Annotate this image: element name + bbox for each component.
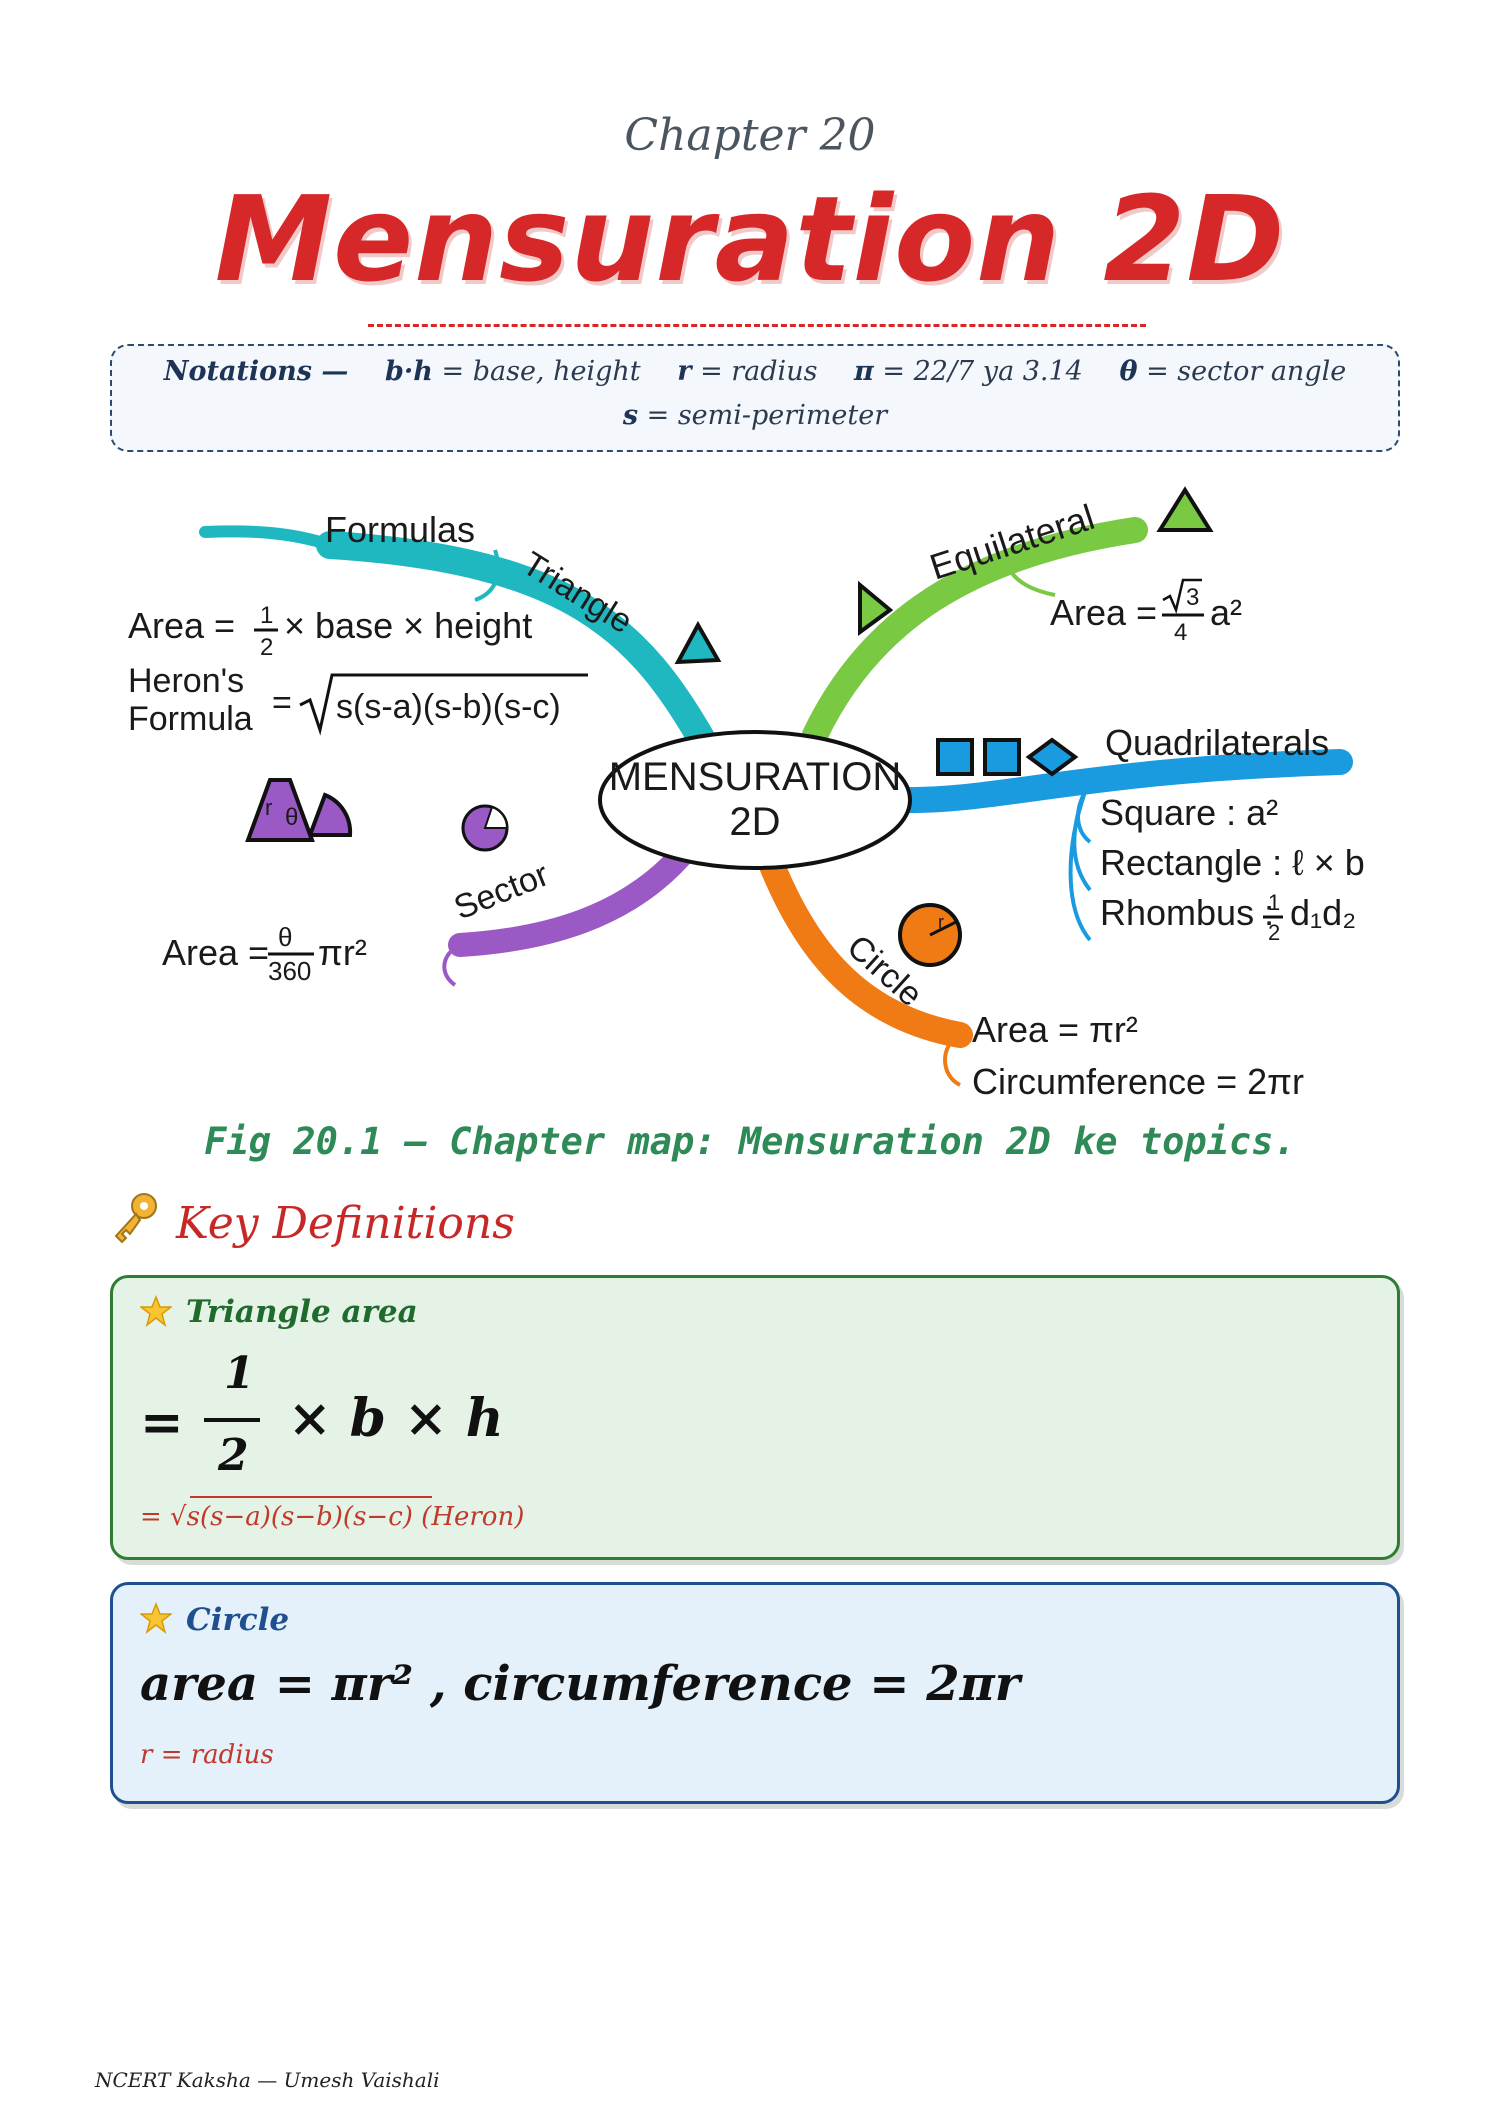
quadrilaterals-connectors <box>1068 791 1092 942</box>
notation-symbol: θ <box>1119 356 1138 387</box>
equilateral-triangle-icon <box>1156 486 1214 532</box>
circle-formula: area = πr² , circumference = 2πr <box>140 1656 1021 1712</box>
triangle-formula-numerator: 1 <box>224 1348 255 1399</box>
definition-card-triangle <box>110 1275 1400 1560</box>
triangle-formula-suffix: × b × h <box>288 1388 504 1449</box>
heron-note: = √s(s−a)(s−b)(s−c) (Heron) <box>140 1502 525 1532</box>
card-title: Triangle area <box>186 1294 418 1330</box>
formulas-branch <box>199 525 336 551</box>
notation-meaning: = 22/7 ya 3.14 <box>882 356 1083 387</box>
quadrilaterals-branch <box>887 749 1353 814</box>
sector-theta-label: θ <box>285 804 298 831</box>
triangle-connector <box>474 549 501 602</box>
key-icon <box>114 1193 157 1244</box>
notations-box <box>110 344 1400 452</box>
triangle-area-rest: × base × height <box>284 605 532 646</box>
square-formula: Square : a² <box>1100 792 1278 833</box>
notations-line-1: Notations — b·h = base, height r = radiu… <box>110 356 1400 387</box>
circle-note: r = radius <box>140 1740 274 1770</box>
sector-area-rest: πr² <box>318 932 367 973</box>
triangle-area-label: Area = <box>128 605 235 646</box>
sector-r-label: r <box>265 795 272 820</box>
triangle-formula-denominator: 2 <box>218 1430 249 1481</box>
sector-label: Sector <box>449 855 554 927</box>
rhombus-label: Rhombus : <box>1100 892 1274 933</box>
circle-radius-r: r <box>938 912 944 932</box>
circle-radius-line <box>929 920 957 937</box>
notations-line-2: s = semi-perimeter <box>110 400 1400 431</box>
triangle-shape-icon <box>674 620 722 665</box>
notation-symbol: r <box>677 356 692 387</box>
equilateral-connector <box>1003 557 1056 597</box>
sector-wedge-icon <box>245 778 315 842</box>
sector-360-den: 360 <box>268 956 311 986</box>
chapter-label: Chapter 20 <box>624 110 876 161</box>
figure-caption: Fig 20.1 — Chapter map: Mensuration 2D k… <box>204 1120 1296 1163</box>
heron-expression: s(s-a)(s-b)(s-c) <box>336 688 561 726</box>
sector-branch <box>448 833 702 957</box>
equilateral-sqrt-sign <box>1162 578 1202 614</box>
sector-theta-num: θ <box>278 922 292 952</box>
rectangle-formula: Rectangle : ℓ × b <box>1100 842 1365 883</box>
sector-area-label: Area = <box>162 932 269 973</box>
formulas-label: Formulas <box>325 509 475 550</box>
equilateral-sqrt3: 3 <box>1186 584 1199 611</box>
title-divider <box>368 324 1146 327</box>
notations-label: Notations — <box>163 356 349 387</box>
notation-meaning: = base, height <box>441 356 641 387</box>
center-label-line2: 2D <box>729 800 780 844</box>
heron-overline <box>190 1496 432 1498</box>
mind-map: MENSURATION 2D Formulas Triangle Area = … <box>128 486 1365 1102</box>
sector-cut-icon <box>483 805 509 829</box>
center-node <box>598 730 912 870</box>
rectangle-icon <box>983 738 1021 776</box>
rhombus-half-den: 2 <box>1268 920 1280 945</box>
sector-connector <box>442 943 462 987</box>
equilateral-area-label: Area = <box>1050 592 1157 633</box>
square-icon <box>936 738 974 776</box>
rhombus-half-num: 1 <box>1268 890 1280 915</box>
notation-symbol: b·h <box>385 356 433 387</box>
circle-connector <box>943 1033 962 1087</box>
triangle-area-half-num: 1 <box>260 602 273 629</box>
heron-label-line2: Formula <box>128 700 253 738</box>
heron-sqrt-sign <box>299 673 588 736</box>
circle-area-formula: Area = πr² <box>972 1009 1138 1050</box>
notation-meaning: = radius <box>700 356 818 387</box>
center-label-line1: MENSURATION <box>609 755 902 799</box>
heron-label-line1: Heron's <box>128 662 244 700</box>
card-title: Circle <box>186 1602 290 1638</box>
definition-card-circle <box>110 1582 1400 1804</box>
circle-branch <box>752 835 973 1048</box>
rhombus-rest: d₁d₂ <box>1290 892 1356 933</box>
notation-meaning: = semi-perimeter <box>646 400 888 431</box>
triangle-formula-prefix: = <box>140 1392 184 1453</box>
rhombus-icon <box>1025 737 1079 777</box>
equilateral-denominator: 4 <box>1174 619 1187 646</box>
circle-circumference-formula: Circumference = 2πr <box>972 1061 1304 1102</box>
quadrilaterals-label: Quadrilaterals <box>1105 722 1329 763</box>
notation-symbol: s <box>622 400 639 431</box>
triangle-formula-fraction-bar <box>204 1418 260 1422</box>
key-definitions-heading: Key Definitions <box>176 1198 515 1249</box>
star-icon <box>140 1295 172 1327</box>
equilateral-small-icon <box>858 580 894 636</box>
sector-shape-icon <box>307 792 353 837</box>
triangle-area-half-den: 2 <box>260 634 273 661</box>
star-icon <box>140 1602 172 1634</box>
footer-credit: NCERT Kaksha — Umesh Vaishali <box>95 2068 440 2092</box>
notation-meaning: = sector angle <box>1146 356 1347 387</box>
page-title: Mensuration 2D <box>214 170 1286 308</box>
equilateral-a-squared: a² <box>1210 592 1242 633</box>
triangle-branch <box>316 531 719 759</box>
equilateral-branch <box>802 517 1148 748</box>
heron-equals: = <box>272 684 292 722</box>
notation-symbol: π <box>854 356 874 387</box>
